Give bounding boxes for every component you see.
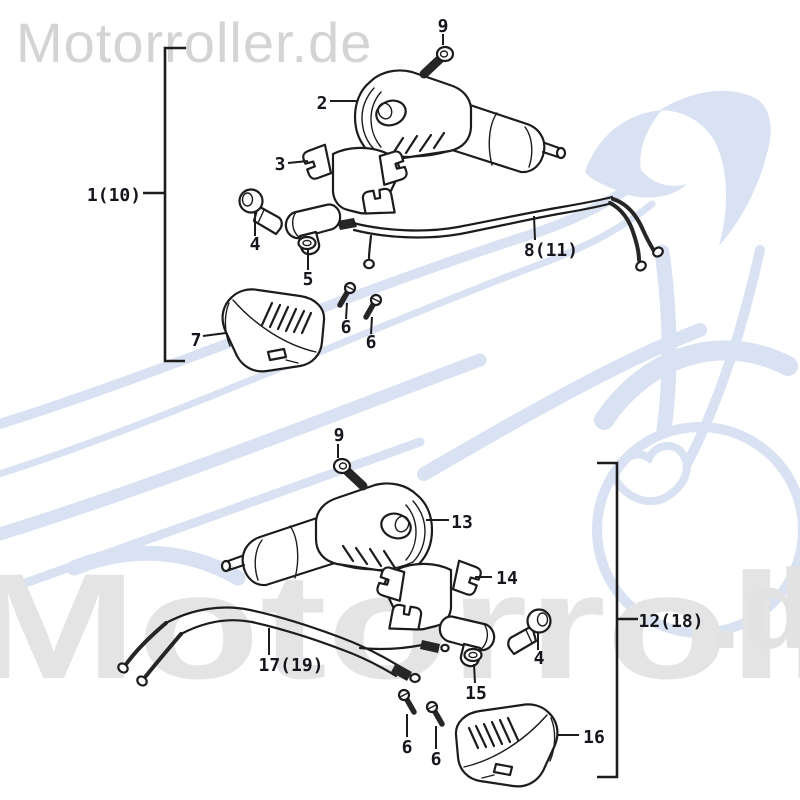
wire-end-nub: [391, 663, 412, 681]
watermark-swoosh-2: [0, 200, 656, 478]
watermark-big-suffix: .de: [710, 547, 800, 672]
leader-3: [287, 160, 309, 164]
part-7-lens-upper: [221, 288, 326, 373]
watermark-wing-left: [585, 110, 687, 198]
label-screw-9-lower: 9: [334, 425, 345, 446]
label-housing-13: 13: [451, 512, 473, 533]
label-lens-7: 7: [191, 330, 202, 351]
wire-eyelet-2: [136, 675, 148, 687]
label-gasket-14: 14: [496, 568, 518, 589]
wire-eyelet-2: [635, 260, 647, 272]
wire-branch-up: [358, 643, 424, 651]
scooter-watermark-art: [0, 90, 800, 638]
wire-strand-b: [179, 619, 398, 678]
watermark-header: Motorroller.de: [16, 11, 372, 74]
watermark-wheel-swirl: [610, 442, 691, 506]
part-labels: 9 2 3 1(10) 4 5 8(11) 6 6 7 9 13 14 12(1…: [87, 16, 704, 770]
watermark-swoosh-3: [0, 353, 487, 541]
part-9-screw-upper: [424, 47, 453, 74]
wire-strand-a: [351, 195, 614, 232]
label-screw-9-upper: 9: [438, 16, 449, 37]
wire-branch-nub: [420, 640, 440, 653]
label-wire-8-11: 8(11): [524, 240, 578, 261]
wire-eyelet-1: [652, 246, 664, 258]
wire-harness-lower: [117, 606, 450, 687]
leader-15: [473, 663, 476, 684]
wire-branch-eyelet: [440, 643, 450, 653]
watermark-cross-band-2: [683, 245, 765, 467]
wire-strand-b: [352, 201, 614, 239]
wire-branch-1: [611, 197, 656, 253]
wire-strand-a: [164, 606, 404, 670]
watermark-wheel-ring: [592, 422, 800, 638]
label-socket-5: 5: [303, 269, 314, 290]
label-screw-6-b: 6: [366, 332, 377, 353]
label-socket-15: 15: [465, 683, 487, 704]
wire-eyelet-right: [409, 672, 421, 684]
part-4-bulb-upper: [238, 188, 283, 236]
label-assembly-1-10: 1(10): [87, 185, 141, 206]
watermark-swoosh-4: [0, 437, 425, 597]
watermark-cross-band: [417, 323, 707, 481]
wire-drop-branch: [367, 234, 373, 260]
part-16-lens-lower: [454, 703, 559, 788]
leader-6-b: [370, 316, 373, 335]
label-lens-16: 16: [583, 727, 605, 748]
bracket-upper: [163, 46, 186, 363]
part-6-screw-b-upper: [366, 295, 381, 317]
watermark-wing-right: [660, 90, 771, 246]
label-bulb-4-lower: 4: [534, 648, 545, 669]
part-5-socket-upper: [284, 203, 342, 256]
label-screw-6-d: 6: [431, 749, 442, 770]
leader-7: [202, 332, 227, 337]
wire-strand-end-1: [125, 621, 168, 665]
watermark-crescent: [66, 545, 246, 586]
watermark-swoosh-1: [0, 173, 647, 430]
wire-end-nub: [337, 218, 357, 230]
leader-8-11: [533, 215, 536, 241]
leader-6-a: [345, 302, 348, 320]
wire-eyelet-left: [363, 258, 375, 270]
label-wire-17-19: 17(19): [258, 655, 323, 676]
wire-strand-end-2: [144, 632, 183, 678]
watermark-fender-arc: [594, 340, 798, 430]
label-screw-6-a: 6: [341, 317, 352, 338]
wire-branch-2: [608, 201, 641, 262]
part-3-gasket-upper: [302, 144, 407, 214]
label-assembly-12-18: 12(18): [638, 611, 703, 632]
wire-eyelet-1: [117, 662, 129, 674]
label-screw-6-c: 6: [402, 737, 413, 758]
label-gasket-3: 3: [275, 154, 286, 175]
upper-assembly: [143, 34, 664, 373]
lower-assembly: [117, 444, 638, 788]
label-bulb-4-upper: 4: [250, 234, 261, 255]
label-housing-2: 2: [317, 93, 328, 114]
wire-harness-upper: [337, 195, 664, 272]
